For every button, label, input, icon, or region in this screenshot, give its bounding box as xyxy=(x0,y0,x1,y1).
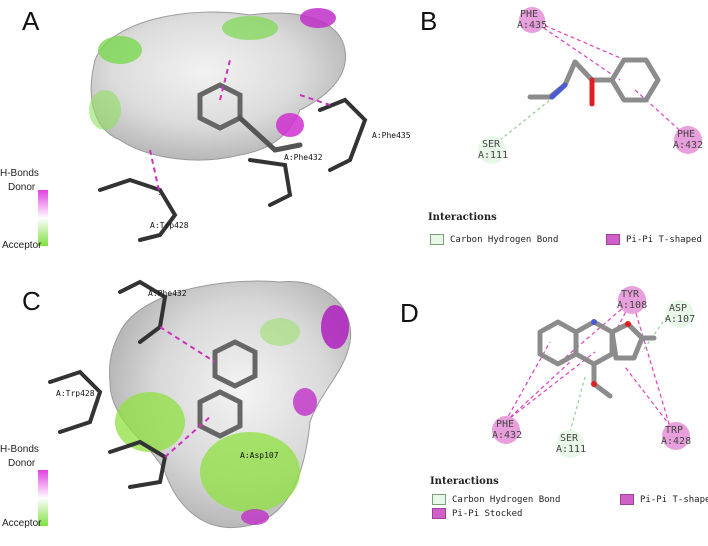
panel-b: B PHE A:435 SER A:111 P xyxy=(420,0,708,270)
legend-item-pi-pi-t-shaped: Pi-Pi T-shaped xyxy=(606,234,702,245)
residue-node: TRP A:428 xyxy=(661,422,691,450)
panel-d-2d-diagram: TYR A:108 ASP A:107 PHE A:432 SER A:111 … xyxy=(492,286,695,458)
panel-b-2d-diagram: PHE A:435 SER A:111 PHE A:432 xyxy=(478,7,703,164)
residue-name: PHE xyxy=(520,9,538,20)
legend-swatch xyxy=(432,494,446,505)
panel-d: D TYR A:108 xyxy=(400,272,708,546)
legend-label: Pi-Pi Stocked xyxy=(452,508,523,519)
legend-label: Pi-Pi T-shaped xyxy=(640,494,708,505)
residue-node: SER A:111 xyxy=(478,136,508,164)
legend-swatch xyxy=(620,494,634,505)
residue-label-a: A:Phe432 xyxy=(284,153,323,162)
interactions-legend-title: Interactions xyxy=(430,476,499,487)
residue-node: TYR A:108 xyxy=(617,286,647,314)
residue-label-c: A:Trp428 xyxy=(56,389,95,398)
residue-label-a: A:Trp428 xyxy=(150,221,189,230)
residue-label-a: A:Phe435 xyxy=(372,131,411,140)
hbond-legend-title: H-Bonds xyxy=(0,444,39,455)
residue-name: PHE xyxy=(677,129,695,140)
panel-label-c: C xyxy=(22,286,41,316)
surface-magenta-patch xyxy=(276,113,304,137)
residue-id: A:107 xyxy=(665,314,695,325)
residue-id: A:428 xyxy=(661,436,691,447)
surface-magenta-patch xyxy=(293,388,317,416)
surface-green-patch xyxy=(222,16,278,40)
residue-name: TYR xyxy=(621,289,640,300)
residue-node: SER A:111 xyxy=(556,430,586,458)
residue-name: TRP xyxy=(665,425,683,436)
residue-id: A:111 xyxy=(478,150,508,161)
residue-name: ASP xyxy=(669,303,687,314)
surface-green-patch xyxy=(89,90,121,130)
hbond-acceptor-label: Acceptor xyxy=(2,240,42,251)
surface-magenta-patch xyxy=(241,509,269,525)
panel-a-surface-render: A:Phe435 A:Phe432 A:Trp428 xyxy=(89,8,411,242)
residue-name: PHE xyxy=(496,419,514,430)
panel-c: C A:Phe432 A:Tr xyxy=(0,272,420,546)
hbond-color-scale xyxy=(38,190,48,246)
ligand-sticks xyxy=(197,82,303,153)
residue-name: SER xyxy=(560,433,579,444)
hbond-color-scale xyxy=(38,470,48,526)
residue-label-c: A:Phe432 xyxy=(148,289,187,298)
residue-name: SER xyxy=(482,139,501,150)
residue-label-c: A:Asp107 xyxy=(240,451,279,460)
legend-swatch xyxy=(430,234,444,245)
residue-node: PHE A:432 xyxy=(492,416,522,444)
legend-label: Carbon Hydrogen Bond xyxy=(450,234,559,245)
panel-label-a: A xyxy=(22,6,40,36)
ligand-2d-structure xyxy=(537,319,657,399)
hbond-acceptor-label: Acceptor xyxy=(2,518,42,529)
residue-id: A:108 xyxy=(617,300,647,311)
residue-id: A:435 xyxy=(517,20,547,31)
surface-green-patch xyxy=(98,36,142,64)
legend-label: Carbon Hydrogen Bond xyxy=(452,494,561,505)
surface-magenta-patch xyxy=(300,8,336,28)
surface-green-patch xyxy=(200,432,300,512)
residue-id: A:111 xyxy=(556,444,586,455)
interactions-legend-title: Interactions xyxy=(428,212,497,223)
legend-item-carbon-hydrogen-bond: Carbon Hydrogen Bond xyxy=(432,494,560,505)
residue-node: ASP A:107 xyxy=(665,300,695,328)
residue-id: A:432 xyxy=(673,140,703,151)
residue-node: PHE A:432 xyxy=(673,126,703,154)
residue-node: PHE A:435 xyxy=(517,7,547,33)
hbond-legend-title: H-Bonds xyxy=(0,168,39,179)
panel-c-surface-render: A:Phe432 A:Trp428 A:Asp107 xyxy=(48,279,352,529)
panel-a: A A:Phe435 xyxy=(0,0,420,270)
residue-id: A:432 xyxy=(492,430,522,441)
hbond-donor-label: Donor xyxy=(8,458,36,469)
surface-magenta-patch xyxy=(321,305,349,349)
panel-label-b: B xyxy=(420,6,438,36)
panel-label-d: D xyxy=(400,298,419,328)
legend-item-pi-pi-t-shaped: Pi-Pi T-shaped xyxy=(620,494,708,505)
legend-item-pi-pi-stocked: Pi-Pi Stocked xyxy=(432,508,522,519)
residue-sticks xyxy=(98,97,368,242)
legend-label: Pi-Pi T-shaped xyxy=(626,234,702,245)
surface-green-patch xyxy=(260,318,300,346)
legend-item-carbon-hydrogen-bond: Carbon Hydrogen Bond xyxy=(430,234,558,245)
legend-swatch xyxy=(432,508,446,519)
legend-swatch xyxy=(606,234,620,245)
hbond-donor-label: Donor xyxy=(8,182,36,193)
surface-green-patch xyxy=(115,392,185,452)
